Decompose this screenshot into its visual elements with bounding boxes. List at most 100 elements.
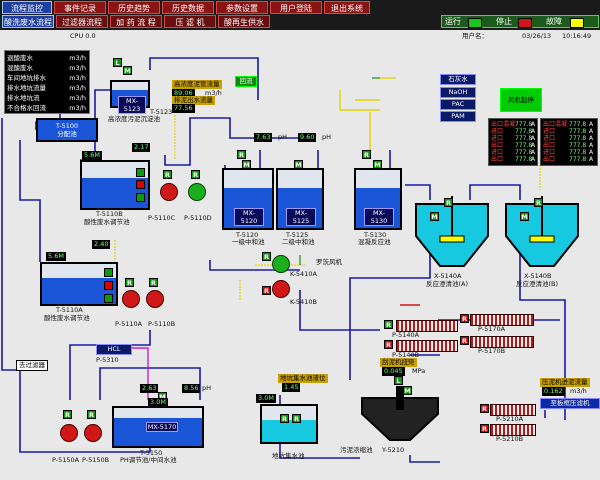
tank-name: 二级中和池: [282, 238, 315, 246]
mode-indicator[interactable]: R: [125, 278, 134, 287]
readout-tag: 出口: [491, 142, 504, 149]
mixer-mx5120[interactable]: MX-5120: [234, 208, 264, 226]
mode-indicator[interactable]: R: [534, 198, 543, 207]
tank-t5120[interactable]: MX-5120: [222, 168, 274, 230]
mode-indicator[interactable]: M: [430, 212, 439, 221]
mode-indicator[interactable]: R: [149, 278, 158, 287]
mode-indicator[interactable]: R: [191, 170, 200, 179]
menu-param-settings[interactable]: 参数设置: [216, 1, 268, 14]
rake-torque-title: 刮泥机扭矩: [380, 358, 417, 367]
blower-k5410a[interactable]: [272, 255, 290, 273]
press-p5140b[interactable]: [396, 340, 458, 352]
mode-indicator[interactable]: R: [63, 410, 72, 419]
mode-indicator[interactable]: R: [87, 410, 96, 419]
fan-start-stop-button[interactable]: 风机起停: [500, 88, 542, 112]
mode-indicator[interactable]: M: [373, 160, 382, 169]
mode-indicator[interactable]: R: [480, 424, 489, 433]
return-label: 回流: [235, 76, 257, 87]
readout-unit: A: [589, 121, 594, 128]
legend-run-label: 运行: [445, 17, 461, 26]
mode-indicator[interactable]: L: [394, 376, 403, 385]
press-p5140a[interactable]: [396, 320, 458, 332]
chem-pac[interactable]: PAC: [440, 99, 476, 110]
readout-unit: A: [531, 142, 536, 149]
status-indicator: [104, 281, 113, 290]
pump-p5110c[interactable]: [160, 183, 178, 201]
mode-indicator[interactable]: R: [280, 414, 289, 423]
mode-indicator[interactable]: R: [237, 150, 246, 159]
mode-indicator[interactable]: R: [460, 336, 469, 345]
tank-name: 酸性废水调节池: [84, 218, 130, 226]
tank-t5130[interactable]: MX-5130: [354, 168, 402, 230]
tab-dosing-process[interactable]: 加 药 流 程: [110, 15, 162, 28]
pump-p5110d[interactable]: [188, 183, 206, 201]
mode-indicator[interactable]: M: [294, 160, 303, 169]
readout-tag: 进口: [543, 128, 556, 135]
mode-indicator[interactable]: M: [520, 212, 529, 221]
menu-user-login[interactable]: 用户登陆: [270, 1, 322, 14]
pump-p5110a[interactable]: [122, 290, 140, 308]
menu-history-trend[interactable]: 历史趋势: [108, 1, 160, 14]
mode-indicator[interactable]: R: [384, 320, 393, 329]
menu-process-monitor[interactable]: 流程监控: [2, 1, 52, 14]
press-p5170a[interactable]: [470, 314, 534, 326]
user-label: 用户名：: [462, 32, 488, 40]
tank-id: T-5150: [140, 449, 163, 457]
menu-history-data[interactable]: 历史数据: [162, 1, 214, 14]
tab-acid-wastewater[interactable]: 酸洗废水流程: [2, 15, 54, 28]
chem-naoh[interactable]: NaOH: [440, 87, 476, 98]
to-filter-label: 去过滤器: [16, 360, 48, 371]
tab-filter-process[interactable]: 过滤器流程: [56, 15, 108, 28]
press-p5170b[interactable]: [470, 336, 534, 348]
clarifier-id: X-5140A: [434, 272, 462, 280]
mode-indicator[interactable]: R: [262, 252, 271, 261]
pump-p5150b[interactable]: [84, 424, 102, 442]
hcl-tank[interactable]: HCL: [96, 344, 132, 355]
mode-indicator[interactable]: M: [242, 160, 251, 169]
readout-value: 777.8: [569, 128, 587, 135]
readout-panel-b: 出口混凝 777.8 A 进口 777.8 A 进口 777.8 A 出口 77…: [540, 118, 598, 166]
sludge-flow-title: 高浓度泥管流量: [172, 80, 222, 89]
mode-indicator[interactable]: R: [262, 286, 271, 295]
tab-filter-press[interactable]: 压 滤 机: [164, 15, 216, 28]
sludge-flow-unit: m3/h: [205, 89, 222, 97]
chem-lime[interactable]: 石灰水: [440, 74, 476, 85]
mode-indicator[interactable]: M: [123, 66, 132, 75]
readout-tag: 进口: [543, 149, 556, 156]
pump-p5150a[interactable]: [60, 424, 78, 442]
mixer-mx5123[interactable]: MX-5123: [118, 96, 146, 114]
pump-label: P-5210A: [496, 415, 524, 423]
mode-indicator[interactable]: R: [480, 404, 489, 413]
flow-row-label: 混酸废水: [7, 64, 33, 72]
mode-indicator[interactable]: R: [362, 150, 371, 159]
tank-pit[interactable]: [260, 404, 318, 444]
to-filter-press-button[interactable]: 至板框压滤机: [540, 398, 600, 409]
tank-t5100[interactable]: T-5100 分配池: [36, 118, 98, 142]
tank-t5150[interactable]: MX-5170: [112, 406, 204, 448]
readout-tag: 进口: [491, 149, 504, 156]
mode-indicator[interactable]: L: [113, 58, 122, 67]
menu-exit-system[interactable]: 退出系统: [324, 1, 370, 14]
mixer-mx5130[interactable]: MX-5130: [364, 208, 394, 226]
pump-p5110b[interactable]: [146, 290, 164, 308]
tank-t5125[interactable]: MX-5125: [276, 168, 324, 230]
mode-indicator[interactable]: R: [444, 198, 453, 207]
tank-id: T-5123: [150, 108, 173, 116]
menu-event-log[interactable]: 事件记录: [54, 1, 106, 14]
mode-indicator[interactable]: R: [292, 414, 301, 423]
mixer-mx5170[interactable]: MX-5170: [146, 422, 178, 432]
mode-indicator[interactable]: R: [460, 314, 469, 323]
pump-p5210a[interactable]: [490, 404, 536, 416]
chem-pam[interactable]: PAM: [440, 111, 476, 122]
pump-p5210b[interactable]: [490, 424, 536, 436]
mode-indicator[interactable]: R: [384, 340, 393, 349]
status-indicator: [104, 294, 113, 303]
mode-indicator[interactable]: M: [403, 386, 412, 395]
mode-indicator[interactable]: R: [163, 170, 172, 179]
readout-unit: A: [531, 135, 536, 142]
tab-acid-regen-water[interactable]: 酸再生供水: [218, 15, 270, 28]
tank-t5123[interactable]: MX-5123: [110, 80, 150, 114]
mixer-mx5125[interactable]: MX-5125: [286, 208, 316, 226]
blower-k5410b[interactable]: [272, 280, 290, 298]
readout-unit: A: [589, 128, 594, 135]
